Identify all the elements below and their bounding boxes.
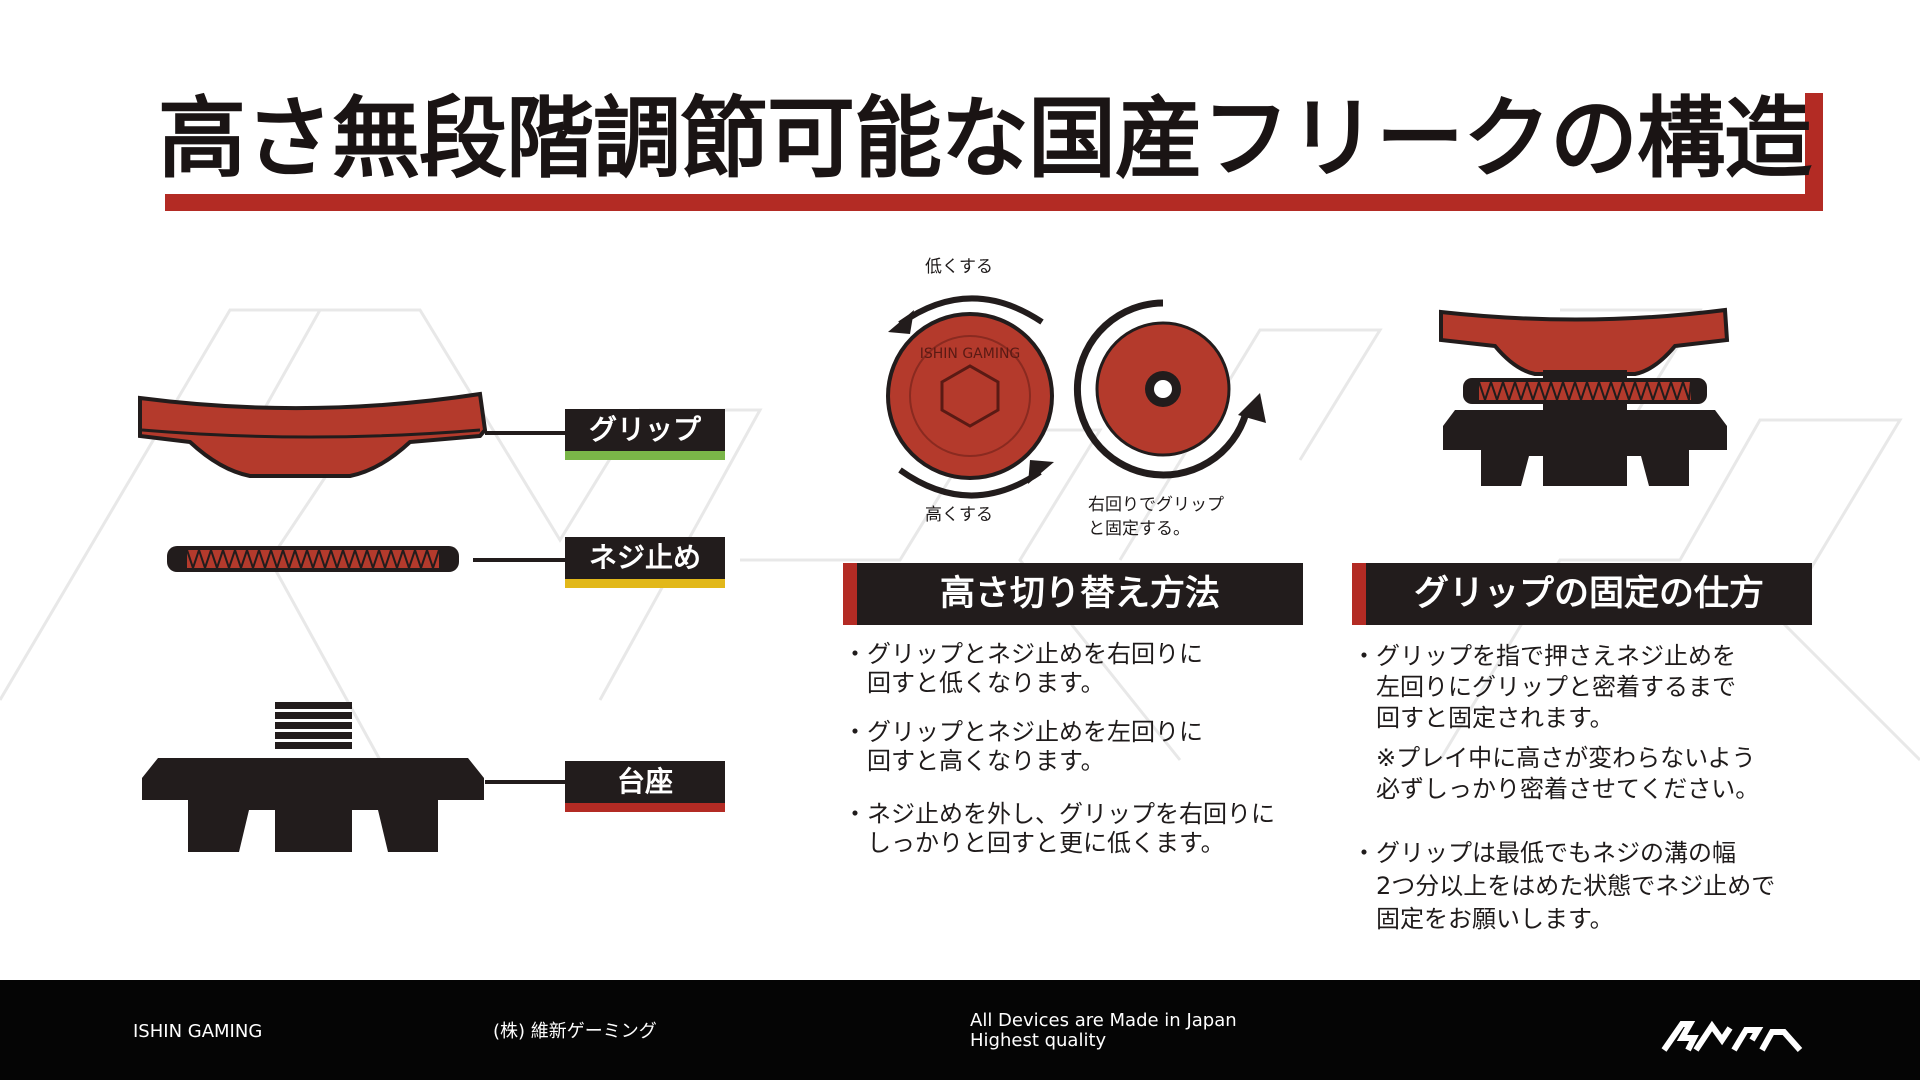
title-box bbox=[150, 78, 1805, 194]
fixing-section-header: グリップの固定の仕方 bbox=[1366, 563, 1812, 625]
height-section-header: 高さ切り替え方法 bbox=[857, 563, 1303, 625]
screw-connector bbox=[473, 558, 565, 562]
rotate-right-arrow-icon bbox=[1028, 460, 1054, 484]
height-bullet-1-line1: ・グリップとネジ止めを右回りに bbox=[843, 640, 1203, 668]
height-bullet-3-line1: ・ネジ止めを外し、グリップを右回りに bbox=[843, 800, 1275, 828]
label-base-bar bbox=[565, 803, 725, 812]
fixing-bullet-1-line3: 回すと固定されます。 bbox=[1352, 704, 1614, 732]
height-dial-illustration: ISHIN GAMING bbox=[886, 295, 1054, 499]
height-bullet-1-line2: 回すと低くなります。 bbox=[843, 669, 1105, 697]
screw-lock-illustration bbox=[167, 546, 459, 572]
fix-caption-line2: と固定する。 bbox=[1088, 519, 1190, 539]
footer-made-line1: All Devices are Made in Japan bbox=[970, 1010, 1237, 1031]
ishin-logo-icon bbox=[1661, 1020, 1803, 1052]
footer-made-line2: Highest quality bbox=[970, 1030, 1107, 1051]
label-grip-bar bbox=[565, 451, 725, 460]
rotate-left-arrow-icon bbox=[888, 310, 914, 334]
base-illustration bbox=[142, 702, 484, 852]
height-bullet-2-line1: ・グリップとネジ止めを左回りに bbox=[843, 718, 1203, 746]
label-screw-lock-bar bbox=[565, 579, 725, 588]
footer-brand: ISHIN GAMING bbox=[133, 1021, 263, 1042]
fixing-bullet-1-line1: ・グリップを指で押さえネジ止めを bbox=[1352, 642, 1736, 670]
rotate-clockwise-arrow-icon bbox=[1238, 393, 1266, 423]
footer-company: (株) 維新ゲーミング bbox=[493, 1021, 657, 1042]
fixing-bullet-1-line2: 左回りにグリップと密着するまで bbox=[1352, 673, 1736, 701]
label-grip: グリップ bbox=[565, 409, 725, 451]
fixing-bullet-2-line1: ・グリップは最低でもネジの溝の幅 bbox=[1352, 839, 1736, 867]
height-bullet-3-line2: しっかりと回すと更に低くます。 bbox=[843, 829, 1225, 857]
lower-label: 低くする bbox=[925, 257, 993, 277]
fixing-bullet-2-line3: 固定をお願いします。 bbox=[1352, 905, 1614, 933]
grip-connector bbox=[485, 431, 565, 435]
label-base: 台座 bbox=[565, 761, 725, 803]
fixing-section-accent bbox=[1352, 563, 1366, 625]
height-bullet-2-line2: 回すと高くなります。 bbox=[843, 747, 1105, 775]
footer: ISHIN GAMING (株) 維新ゲーミング All Devices are… bbox=[0, 980, 1920, 1080]
assembled-illustration bbox=[1439, 307, 1730, 486]
fix-dial-illustration bbox=[1073, 299, 1266, 479]
fixing-bullet-1-line5: 必ずしっかり密着させてください。 bbox=[1352, 775, 1760, 803]
height-section-accent bbox=[843, 563, 857, 625]
label-screw-lock: ネジ止め bbox=[565, 537, 725, 579]
higher-label: 高くする bbox=[925, 505, 993, 525]
fixing-bullet-1-line4: ※プレイ中に高さが変わらないよう bbox=[1352, 744, 1756, 772]
dial-engraving: ISHIN GAMING bbox=[920, 346, 1021, 362]
grip-illustration bbox=[138, 391, 488, 478]
fixing-bullet-2-line2: 2つ分以上をはめた状態でネジ止めで bbox=[1352, 872, 1776, 900]
fix-caption-line1: 右回りでグリップ bbox=[1088, 495, 1224, 515]
base-connector bbox=[485, 780, 565, 784]
page-title: 高さ無段階調節可能な国産フリークの構造 bbox=[158, 87, 1812, 190]
